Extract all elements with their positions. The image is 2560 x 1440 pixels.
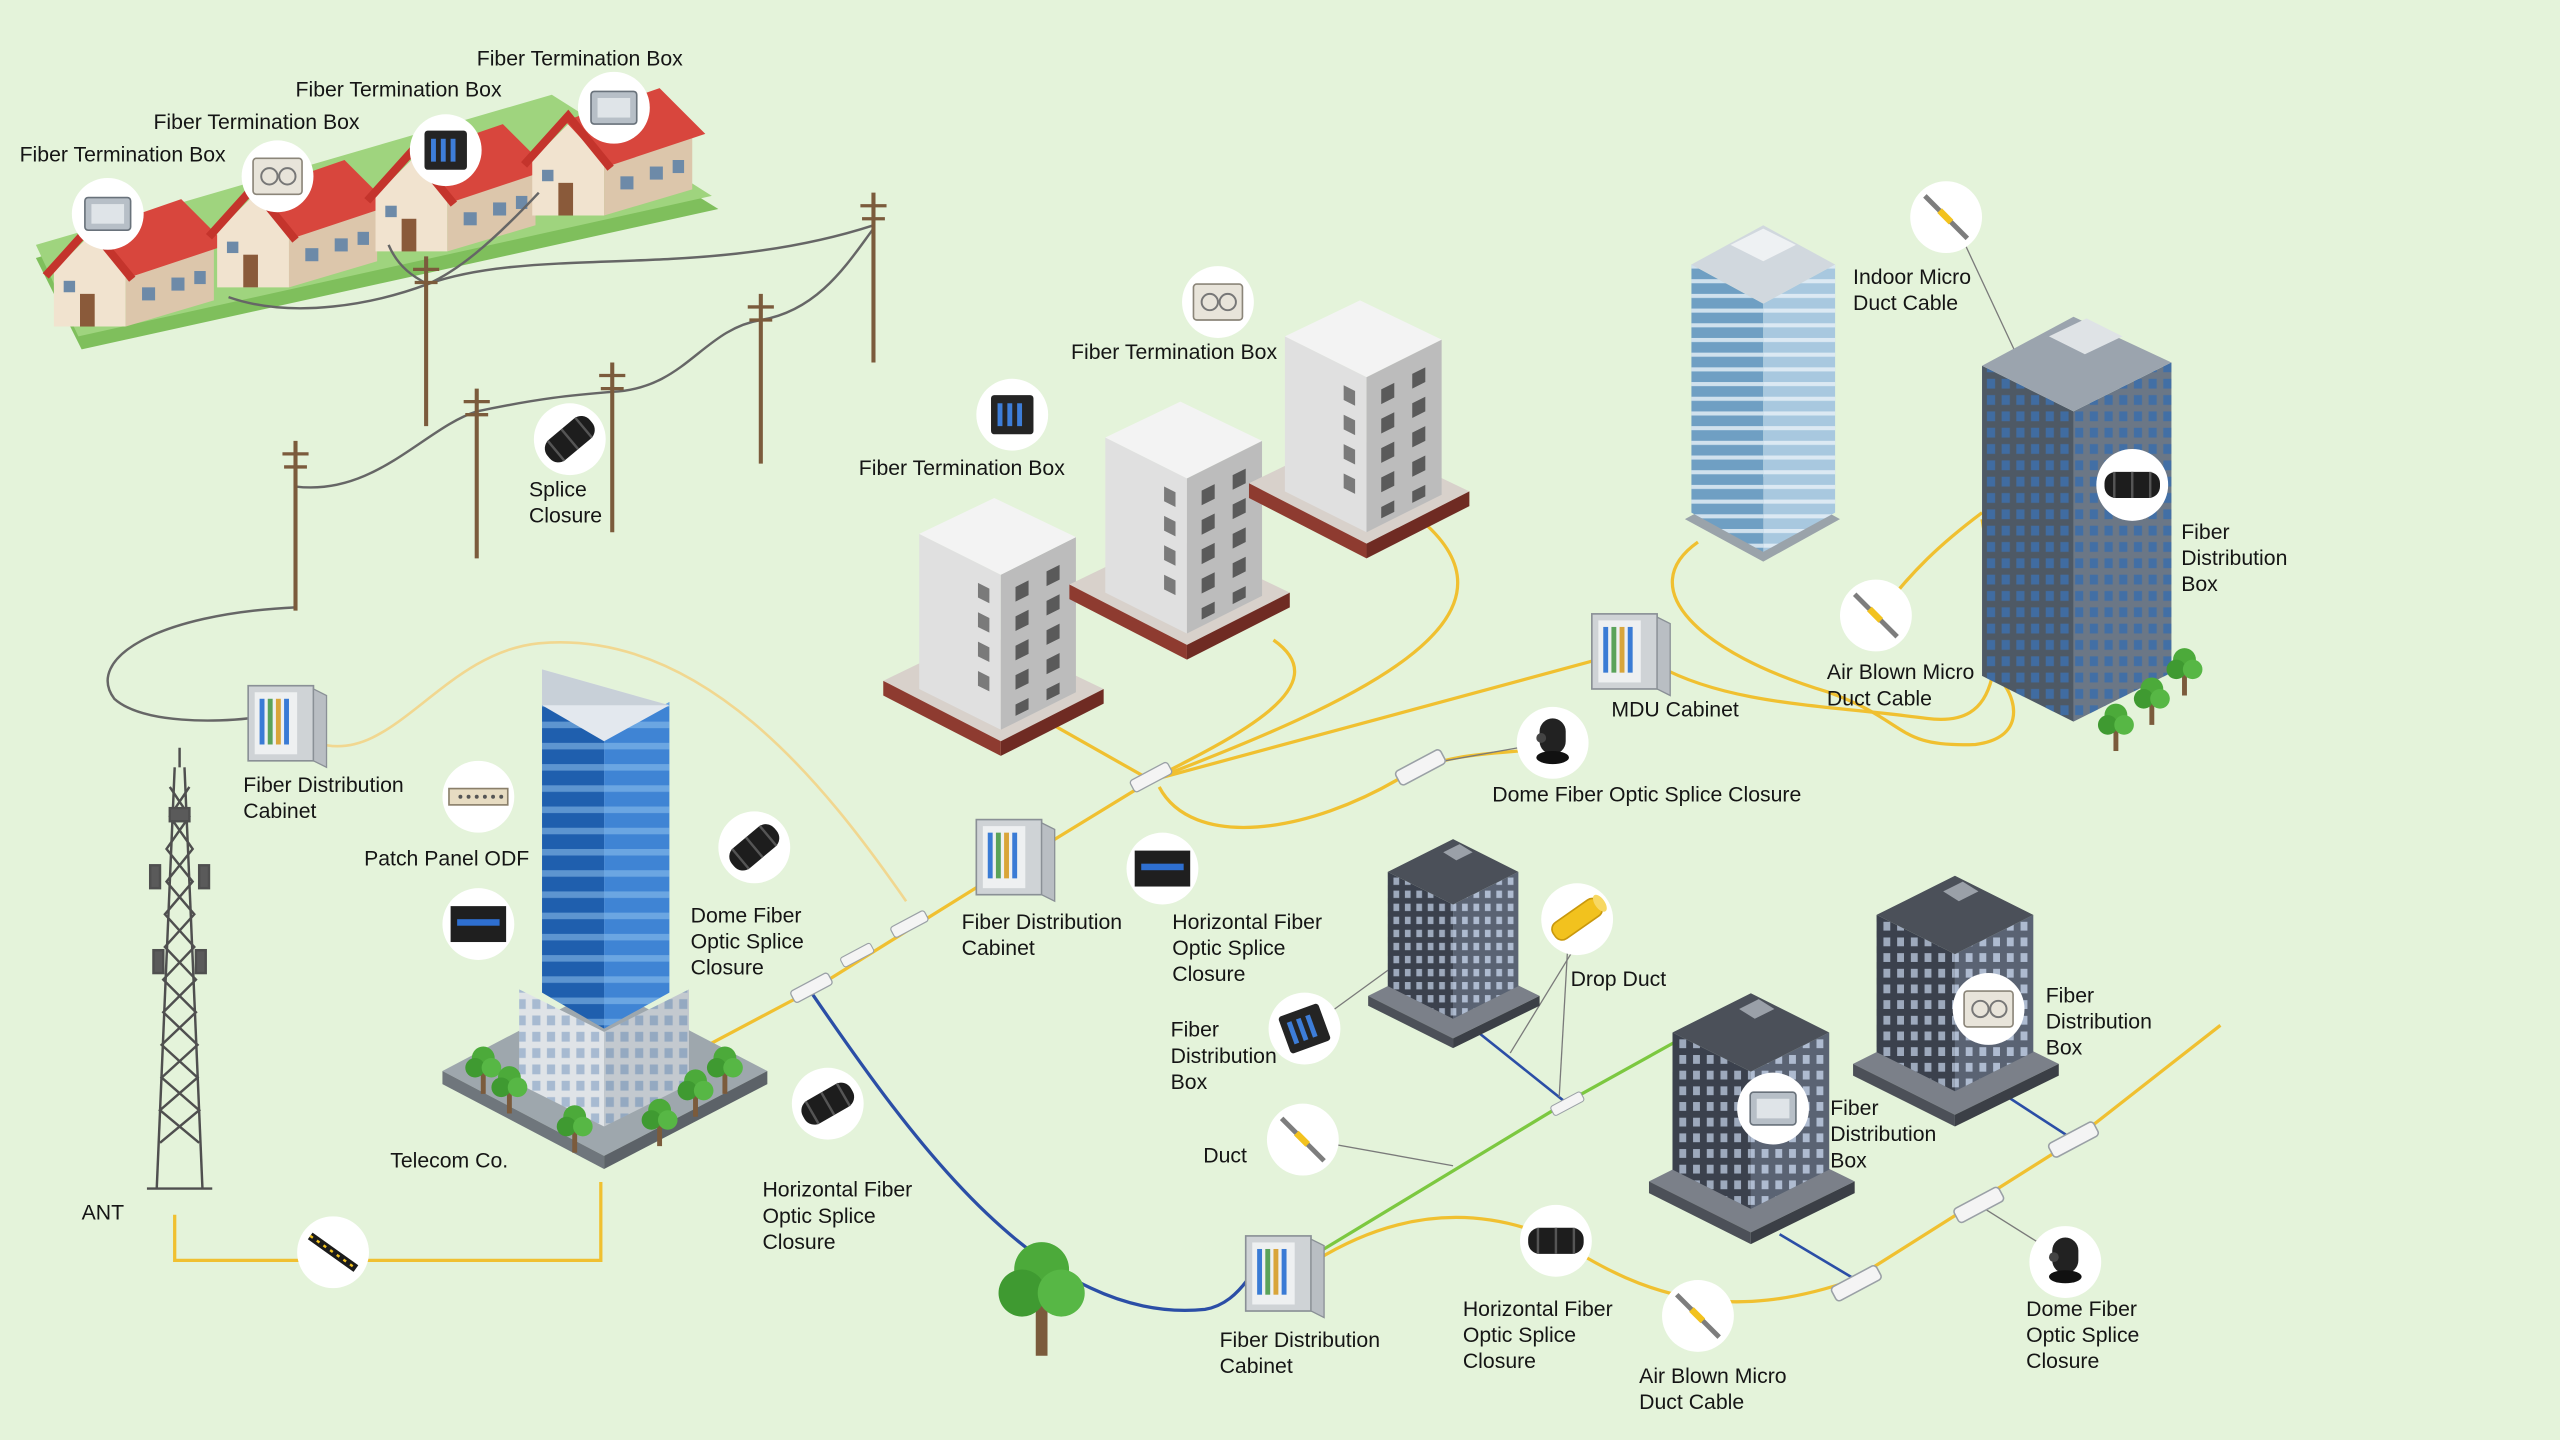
tall-office-building	[1982, 316, 2203, 752]
fiber-termination-box-icon	[976, 378, 1049, 451]
fiber-termination-box-icon	[1182, 266, 1254, 338]
horizontal-closure-icon	[1126, 832, 1199, 905]
fiber-distribution-cabinet-center	[975, 818, 1056, 903]
splice-closure-icon	[533, 403, 606, 476]
inline-closure	[889, 909, 930, 939]
apartment-building-3	[1248, 300, 1470, 559]
label-ftb-house-4: Fiber Termination Box	[476, 45, 683, 71]
glass-office-tower	[1684, 225, 1840, 562]
utility-pole	[748, 294, 774, 464]
indoor-cable	[1670, 540, 2016, 747]
label-dome-closure-center: Dome Fiber Optic Splice Closure	[690, 902, 804, 979]
label-ftb-building-3: Fiber Termination Box	[1071, 339, 1278, 365]
fiber-distribution-box-icon	[1952, 973, 2025, 1045]
blue-drop-1	[1476, 1030, 1569, 1105]
duct-icon	[1266, 1103, 1339, 1176]
label-ftb-house-2: Fiber Termination Box	[153, 109, 360, 134]
inline-closure	[1393, 747, 1448, 788]
residential-area	[35, 88, 719, 350]
air-blown-micro-duct-cable-icon	[1839, 579, 1912, 652]
label-fiber-distribution-cabinet-center: Fiber Distribution Cabinet	[961, 909, 1123, 960]
fiber-distribution-box-icon	[1737, 1072, 1809, 1145]
branch-cable-b3	[1158, 521, 1460, 779]
rack-odf-icon	[442, 888, 515, 960]
label-fiber-distribution-cabinet-south: Fiber Distribution Cabinet	[1219, 1327, 1381, 1378]
dome-closure-icon	[718, 811, 791, 884]
label-drop-duct: Drop Duct	[1570, 966, 1667, 992]
blue-drop-3	[2007, 1096, 2075, 1141]
blue-drop-2	[1778, 1233, 1857, 1282]
label-dome-closure-east: Dome Fiber Optic Splice Closure	[1492, 782, 1802, 807]
residential-building-dark-1	[1368, 839, 1540, 1049]
inline-closure	[1128, 760, 1174, 794]
fiber-termination-box-icon	[71, 177, 144, 250]
telecom-building	[442, 669, 768, 1169]
label-ant: ANT	[81, 1199, 125, 1225]
light-fiber-cable	[316, 640, 908, 902]
ant-feeder-cable	[173, 1182, 603, 1263]
utility-pole	[860, 193, 886, 363]
tree-large	[998, 1242, 1085, 1356]
tree	[2166, 648, 2203, 696]
label-air-blown-cable-east: Air Blown Micro Duct Cable	[1826, 659, 1975, 710]
label-indoor-micro-duct-cable: Indoor Micro Duct Cable	[1853, 264, 1972, 315]
utility-pole	[464, 389, 490, 559]
air-blown-micro-duct-cable-icon	[1662, 1279, 1734, 1352]
indoor-micro-duct-cable-icon	[1910, 181, 1983, 254]
label-ftb-building-1: Fiber Termination Box	[858, 455, 1065, 480]
inline-closure	[1951, 1185, 2006, 1225]
fiber-distribution-box-icon	[1268, 992, 1341, 1065]
label-telecom-co: Telecom Co.	[390, 1147, 509, 1173]
label-dome-closure-south: Dome Fiber Optic Splice Closure	[2026, 1296, 2140, 1373]
utility-pole	[282, 441, 308, 611]
label-air-blown-cable-south: Air Blown Micro Duct Cable	[1639, 1363, 1787, 1414]
label-mdu-cabinet: MDU Cabinet	[1611, 697, 1739, 722]
fiber-termination-box-icon	[577, 71, 650, 144]
label-fiber-distribution-box-east: Fiber Distribution Box	[2181, 519, 2288, 596]
dome-closure-icon	[2029, 1226, 2102, 1298]
fiber-distribution-cabinet-west	[247, 684, 328, 769]
fiber-distribution-box-icon	[2096, 448, 2169, 521]
label-ftb-house-1: Fiber Termination Box	[19, 142, 226, 167]
horizontal-closure-icon	[1519, 1204, 1592, 1277]
label-fiber-distribution-box-center: Fiber Distribution Box	[1170, 1017, 1277, 1094]
horizontal-closure-icon	[791, 1067, 864, 1140]
armored-cable-icon	[297, 1216, 369, 1289]
fiber-termination-box-icon	[241, 140, 314, 213]
branch-cable-b2	[1142, 638, 1297, 786]
label-patch-panel-odf: Patch Panel ODF	[364, 845, 530, 871]
label-fiber-distribution-cabinet-west: Fiber Distribution Cabinet	[243, 772, 404, 823]
utility-pole	[413, 256, 439, 426]
antenna-tower	[146, 747, 213, 1190]
apartment-building-2	[1069, 401, 1290, 660]
tree	[2097, 703, 2134, 752]
label-splice-closure: Splice Closure	[528, 476, 603, 528]
branch-cable-dome	[1157, 746, 1552, 830]
patch-panel-odf-icon	[442, 760, 515, 833]
label-fiber-distribution-box-south-2: Fiber Distribution Box	[2045, 982, 2152, 1059]
dome-closure-icon	[1516, 706, 1589, 779]
fiber-distribution-cabinet-south	[1244, 1235, 1325, 1319]
label-ftb-house-3: Fiber Termination Box	[295, 76, 502, 102]
drop-duct-icon	[1541, 883, 1614, 956]
label-horizontal-closure-west: Horizontal Fiber Optic Splice Closure	[762, 1177, 913, 1254]
inline-closure	[839, 941, 876, 969]
label-horizontal-closure-south: Horizontal Fiber Optic Splice Closure	[1462, 1296, 1613, 1373]
branch-cable-b1	[1052, 723, 1152, 782]
apartment-building-1	[883, 497, 1104, 756]
label-duct: Duct	[1203, 1142, 1247, 1168]
icon-callouts	[71, 71, 2169, 1352]
label-horizontal-closure-center: Horizontal Fiber Optic Splice Closure	[1172, 909, 1323, 986]
label-fiber-distribution-box-south-1: Fiber Distribution Box	[1830, 1095, 1937, 1172]
fiber-termination-box-icon	[409, 114, 482, 187]
mdu-cabinet	[1591, 613, 1672, 697]
